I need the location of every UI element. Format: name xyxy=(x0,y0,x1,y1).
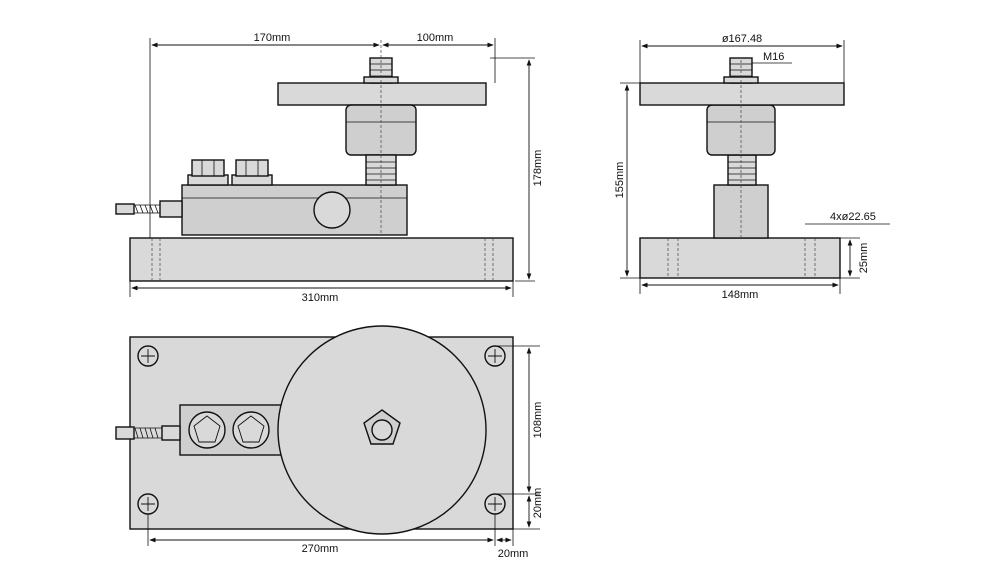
dim-310: 310mm xyxy=(302,292,339,304)
front-load-cell-beam xyxy=(181,184,408,236)
side-view: ø167.48 M16 155mm 4xø22.65 25mm 148mm xyxy=(614,33,890,301)
front-cable-gland xyxy=(159,200,183,218)
dim-diameter: ø167.48 xyxy=(722,33,762,45)
dim-m16: M16 xyxy=(763,51,784,63)
top-bolt-bl xyxy=(137,493,159,515)
front-top-plate xyxy=(277,82,487,106)
dim-holes: 4xø22.65 xyxy=(830,211,876,223)
dim-270: 270mm xyxy=(302,543,339,555)
top-bolt-tl xyxy=(137,345,159,367)
dim-108: 108mm xyxy=(532,402,544,439)
dim-178: 178mm xyxy=(532,150,544,187)
front-base-plate xyxy=(129,237,514,282)
dim-170: 170mm xyxy=(254,32,291,44)
dim-148: 148mm xyxy=(722,289,759,301)
dim-20-vertical: 20mm xyxy=(532,488,544,519)
dim-20-horizontal: 20mm xyxy=(498,548,529,560)
dim-100: 100mm xyxy=(417,32,454,44)
dim-155: 155mm xyxy=(614,162,626,199)
top-bolt-tr xyxy=(484,345,506,367)
side-base-plate xyxy=(639,237,841,279)
top-view: 108mm 20mm 270mm 20mm xyxy=(115,325,544,560)
front-view: 170mm 100mm 178mm 310mm xyxy=(115,32,544,304)
front-beam-hole xyxy=(313,191,351,229)
dim-25: 25mm xyxy=(858,243,870,274)
top-bolt-br xyxy=(484,493,506,515)
side-top-plate xyxy=(639,82,845,106)
